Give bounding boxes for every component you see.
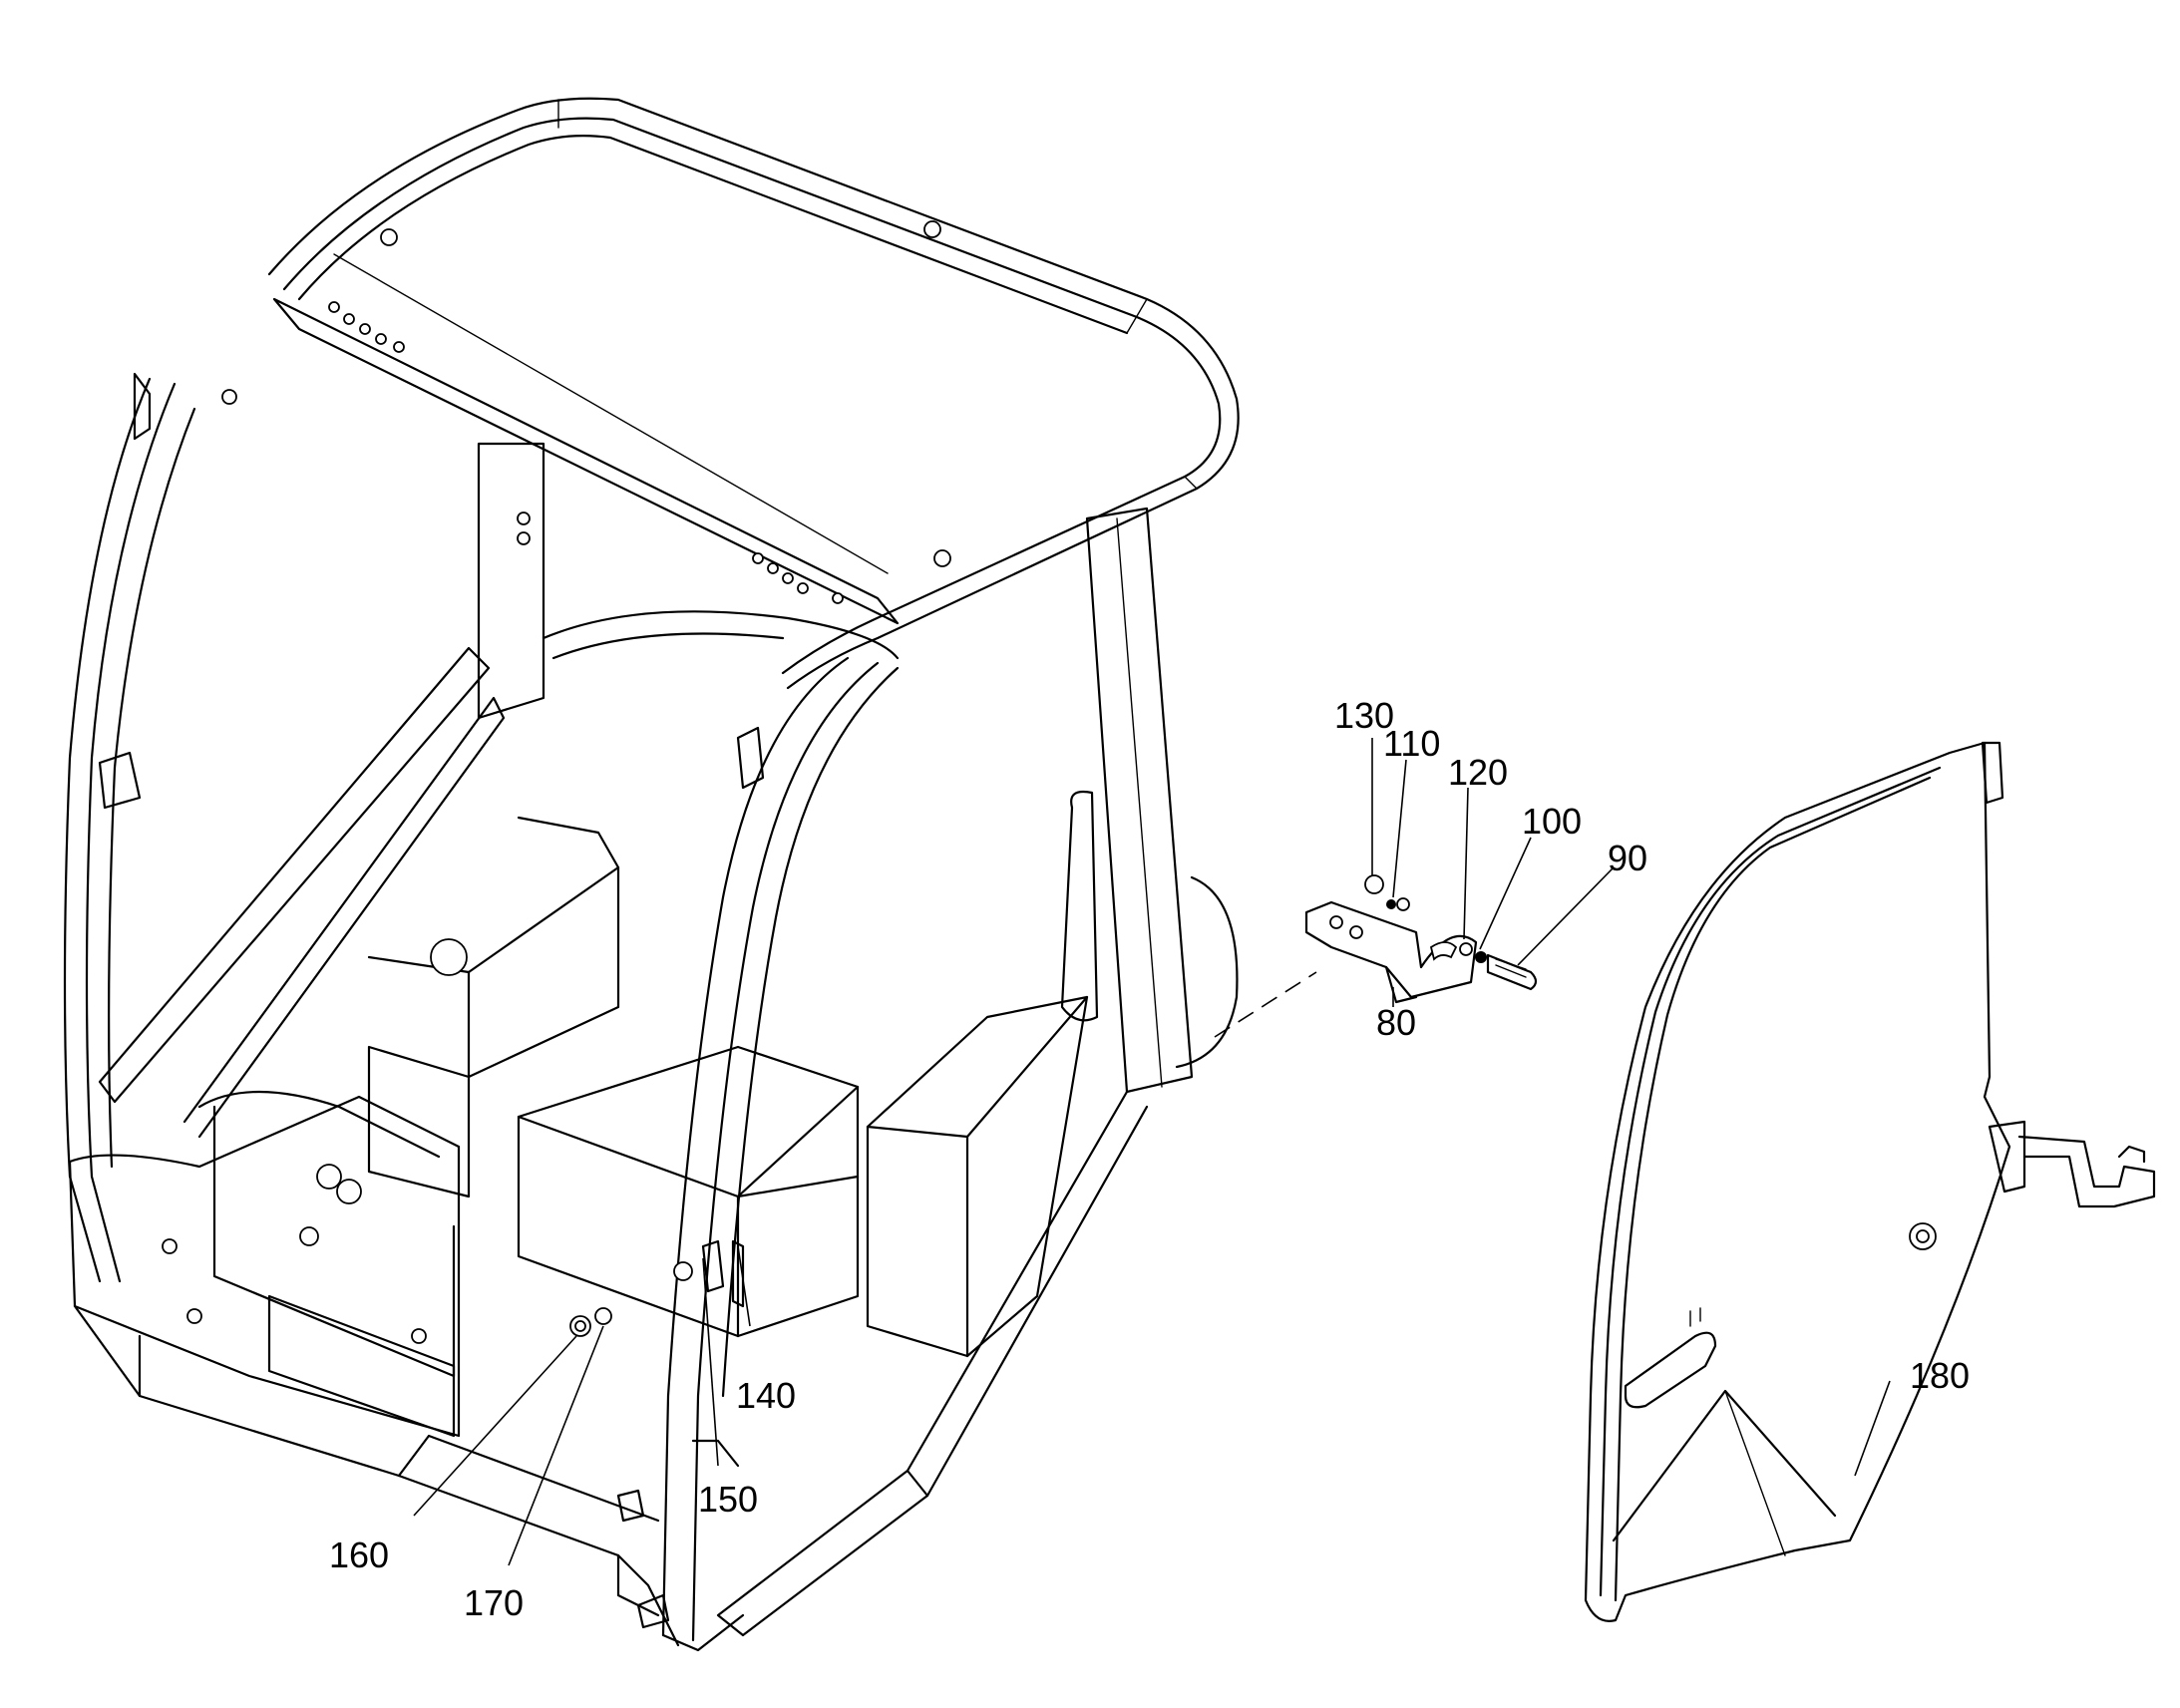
leader-120 — [1463, 787, 1469, 940]
hinge-hardware — [1364, 874, 1538, 991]
callout-80: 80 — [1376, 1002, 1416, 1043]
leader-100 — [1479, 837, 1532, 950]
callout-110: 110 — [1383, 723, 1440, 764]
callout-100: 100 — [1522, 801, 1582, 842]
callout-140: 140 — [736, 1375, 796, 1416]
leader-170 — [508, 1325, 604, 1566]
callout-130: 130 — [1334, 695, 1394, 736]
cab-door — [1584, 741, 2156, 1622]
hinge-bracket — [1304, 900, 1478, 1004]
assembly-axis-line — [1214, 971, 1317, 1038]
leader-lines — [413, 738, 1891, 1566]
callout-180: 180 — [1910, 1355, 1970, 1396]
leader-90 — [1517, 866, 1615, 966]
leader-180 — [1854, 1380, 1891, 1477]
cab-frame — [63, 97, 1240, 1652]
callout-170: 170 — [464, 1582, 524, 1623]
callout-120: 120 — [1448, 752, 1508, 793]
callout-90: 90 — [1608, 838, 1647, 878]
callout-150: 150 — [698, 1479, 758, 1520]
leader-160 — [413, 1335, 577, 1517]
leader-110 — [1392, 759, 1407, 898]
leader-150 — [702, 1257, 719, 1467]
leader-140 — [737, 1245, 751, 1327]
callout-labels: 130 110 120 100 90 80 140 150 160 170 18… — [329, 695, 1970, 1623]
callout-160: 160 — [329, 1535, 389, 1575]
fastener-160-170 — [569, 1307, 612, 1337]
